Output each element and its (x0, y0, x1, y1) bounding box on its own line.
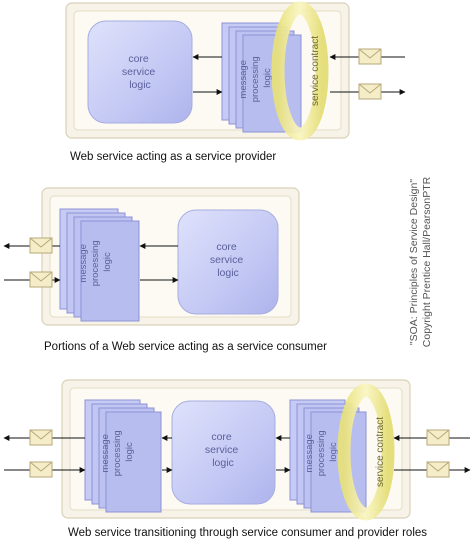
core-block (87, 20, 193, 124)
envelope-icon (358, 48, 382, 65)
message-stack (84, 399, 162, 513)
envelope-icon (29, 237, 53, 254)
message-label: message processing logic (78, 238, 113, 287)
message-label: message processing logic (304, 428, 339, 477)
contract-label: service contract (375, 417, 386, 487)
consumer-diagram: message processing logic core service lo… (3, 187, 300, 326)
envelope-icon (426, 429, 450, 446)
core-block (177, 209, 279, 315)
envelope-icon (29, 271, 53, 288)
caption-transition: Web service transitioning through servic… (68, 527, 428, 539)
envelope-icon (29, 461, 53, 478)
core-block (171, 400, 276, 505)
core-label: core service logic (122, 53, 158, 91)
caption-consumer: Portions of a Web service acting as a se… (44, 341, 327, 353)
message-label: message processing logic (100, 428, 135, 477)
credit-line-1: "SOA: Principles of Service Design" (408, 178, 420, 346)
contract-ring (337, 383, 395, 521)
core-label: core service logic (210, 241, 246, 279)
credit-line-2: Copyright Prentice Hall/PearsonPTR (421, 176, 433, 348)
credit-note: "SOA: Principles of Service Design" Copy… (408, 167, 434, 357)
message-label: message processing logic (238, 54, 273, 103)
caption-provider: Web service acting as a service provider (70, 151, 277, 163)
envelope-icon (358, 83, 382, 100)
contract-ring (271, 1, 329, 141)
provider-diagram: core service logic message processing lo… (65, 1, 406, 141)
contract-label: service contract (310, 36, 321, 106)
message-stack (59, 208, 140, 322)
core-label: core service logic (205, 431, 241, 469)
envelope-icon (29, 429, 53, 446)
transition-diagram: message processing logic core service lo… (3, 379, 471, 521)
envelope-icon (426, 461, 450, 478)
